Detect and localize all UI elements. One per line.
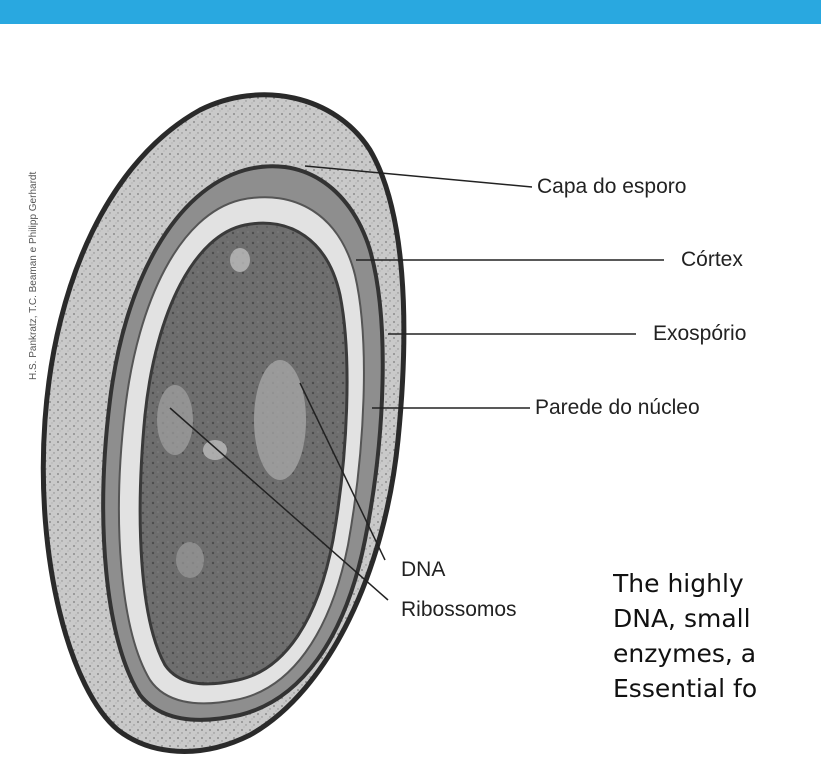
caption-line: Essential fo xyxy=(613,671,821,706)
light-region xyxy=(176,542,204,578)
label-core-wall: Parede do núcleo xyxy=(535,396,700,420)
label-spore-coat: Capa do esporo xyxy=(537,175,686,199)
caption-text: The highly DNA, small enzymes, a Essenti… xyxy=(613,566,821,706)
caption-line: The highly xyxy=(613,566,821,601)
label-dna: DNA xyxy=(401,558,445,582)
label-cortex: Córtex xyxy=(681,248,743,272)
light-region xyxy=(157,385,193,455)
light-region xyxy=(254,360,306,480)
caption-line: enzymes, a xyxy=(613,636,821,671)
label-exosporium: Exospório xyxy=(653,322,746,346)
light-region xyxy=(230,248,250,272)
caption-line: DNA, small xyxy=(613,601,821,636)
label-ribosomes: Ribossomos xyxy=(401,598,517,622)
light-region xyxy=(203,440,227,460)
